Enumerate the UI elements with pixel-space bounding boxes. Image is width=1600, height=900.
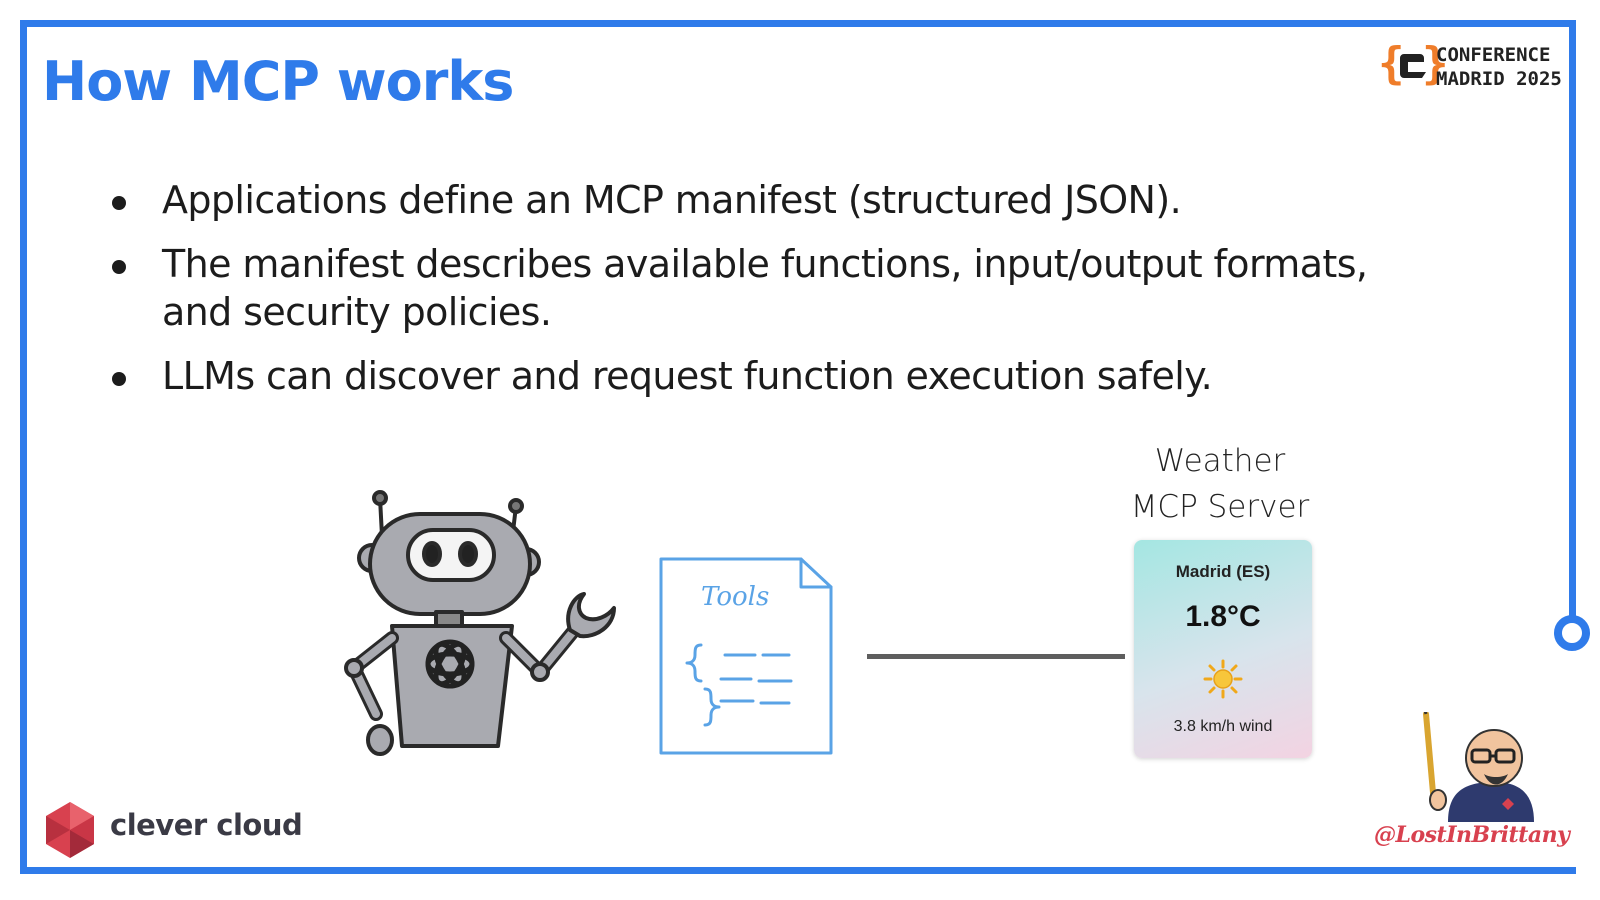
svg-text:}: } bbox=[1422, 40, 1449, 89]
doc-title: Tools bbox=[701, 582, 769, 612]
author-handle: @LostInBrittany bbox=[1374, 822, 1570, 848]
braces-c-logo-icon: { } bbox=[1378, 40, 1449, 89]
weather-temperature: 1.8°C bbox=[1185, 600, 1261, 633]
bullet-text: LLMs can discover and request function e… bbox=[162, 354, 1213, 398]
bullet-list: Applications define an MCP manifest (str… bbox=[100, 176, 1420, 416]
author-avatar-icon bbox=[1423, 712, 1534, 822]
weather-wind: 3.8 km/h wind bbox=[1173, 718, 1273, 735]
clever-cloud-brand: clever cloud bbox=[110, 808, 303, 842]
bullet-text: The manifest describes available functio… bbox=[162, 242, 1368, 334]
bullet-text: Applications define an MCP manifest (str… bbox=[162, 178, 1182, 222]
tools-manifest-document-icon: Tools bbox=[659, 557, 833, 755]
slide-frame bbox=[20, 20, 1576, 874]
conference-badge: CONFERENCE MADRID 2025 bbox=[1436, 43, 1562, 91]
bullet-item: Applications define an MCP manifest (str… bbox=[100, 176, 1420, 224]
bullet-dot-icon bbox=[112, 196, 126, 210]
clever-cloud-logo-icon bbox=[46, 802, 94, 858]
connector-line bbox=[867, 654, 1125, 659]
slide-title: How MCP works bbox=[42, 50, 514, 113]
bullet-item: The manifest describes available functio… bbox=[100, 240, 1420, 336]
bullet-dot-icon bbox=[112, 372, 126, 386]
bullet-item: LLMs can discover and request function e… bbox=[100, 352, 1420, 400]
weather-card: Madrid (ES) 1.8°C 3.8 km/h wind bbox=[1134, 540, 1312, 758]
server-title: Weather MCP Server bbox=[1100, 438, 1340, 530]
bullet-dot-icon bbox=[112, 260, 126, 274]
frame-circle-icon bbox=[1554, 615, 1590, 651]
weather-city: Madrid (ES) bbox=[1175, 562, 1271, 581]
openai-robot-icon bbox=[344, 490, 616, 756]
server-title-line-1: Weather bbox=[1154, 443, 1286, 479]
sun-icon bbox=[1203, 659, 1243, 699]
slide-frame-right bbox=[1569, 20, 1576, 634]
conference-line-1: CONFERENCE bbox=[1436, 44, 1551, 66]
server-title-line-2: MCP Server bbox=[1130, 489, 1310, 525]
conference-line-2: MADRID 2025 bbox=[1436, 68, 1562, 90]
